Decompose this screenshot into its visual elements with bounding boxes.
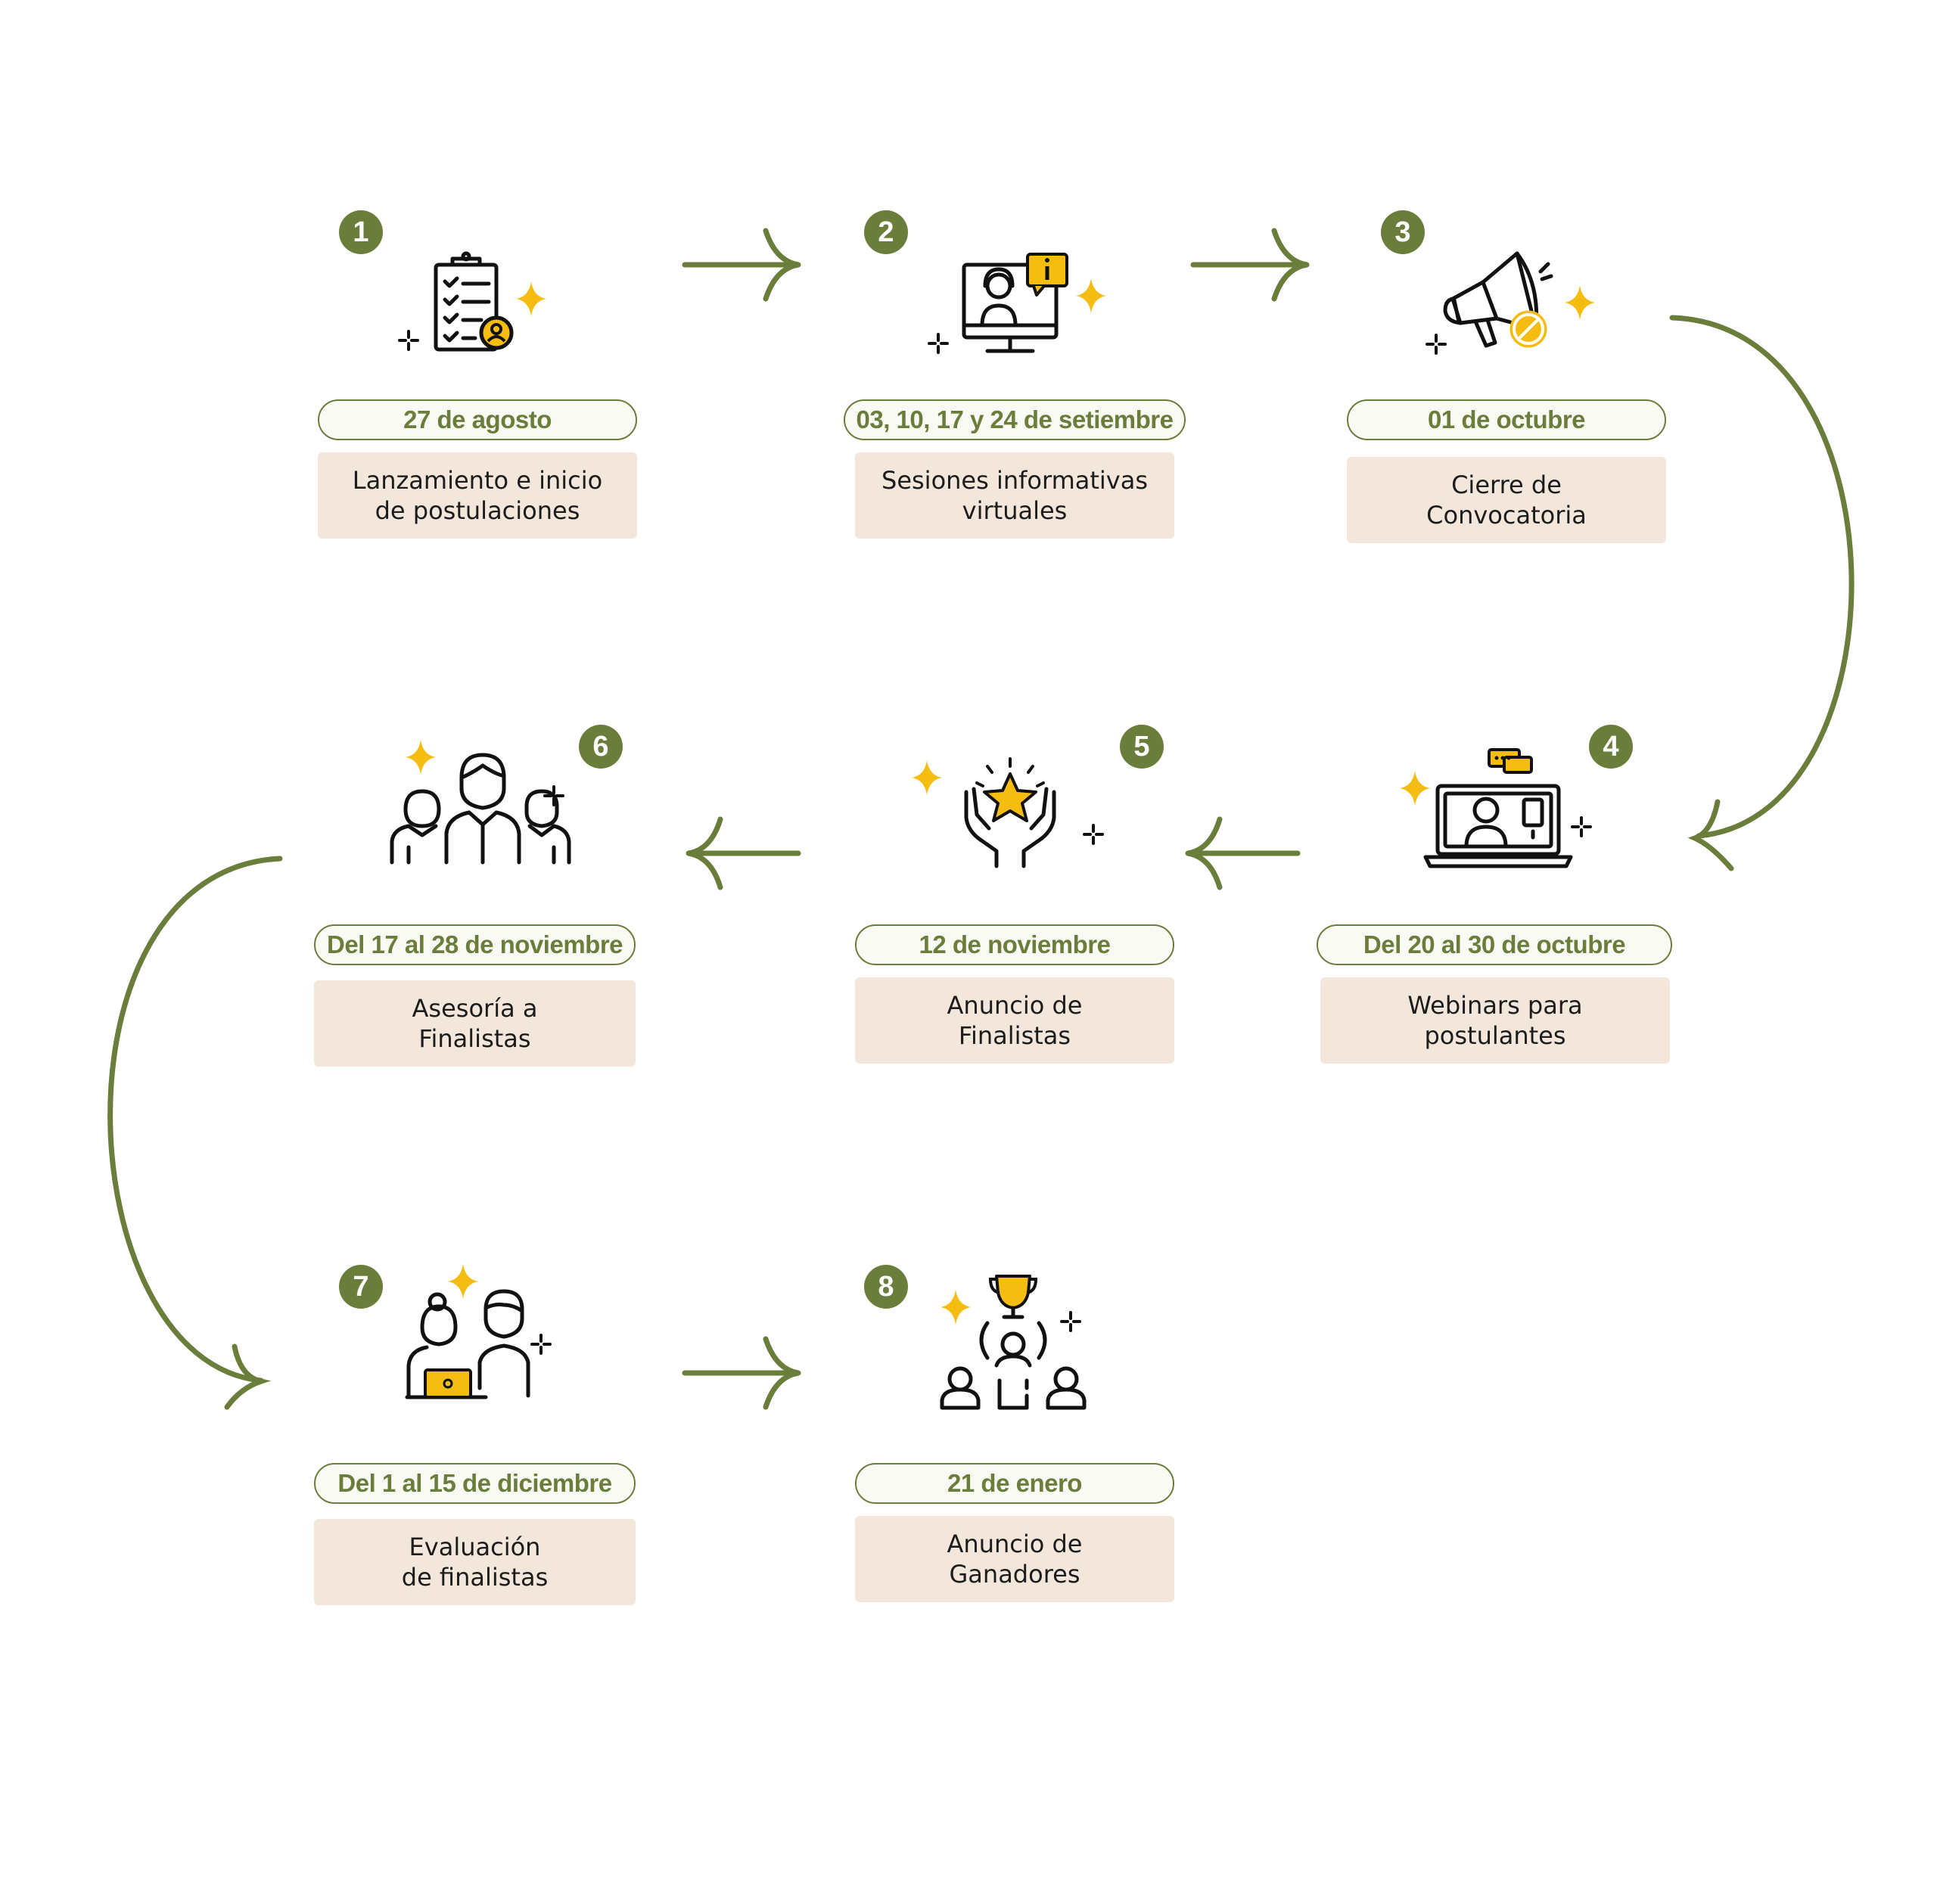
step-date: Del 17 al 28 de noviembre	[314, 924, 636, 965]
hands-star-icon	[912, 757, 1104, 868]
virtual-session-monitor-icon	[928, 253, 1106, 354]
step-date: 21 de enero	[855, 1463, 1174, 1504]
arrow-left-4-5	[1185, 816, 1301, 890]
evaluation-people-icon	[405, 1264, 552, 1399]
step-label: Lanzamiento e inicio de postulaciones	[318, 452, 637, 539]
step-label: Asesoría a Finalistas	[314, 980, 636, 1067]
clipboard-checklist-icon	[398, 251, 546, 352]
trophy-winner-icon	[940, 1275, 1087, 1410]
step-number-badge: 3	[1381, 210, 1425, 254]
step-date: 12 de noviembre	[855, 924, 1174, 965]
step-date: 03, 10, 17 y 24 de setiembre	[844, 399, 1186, 440]
step-label: Webinars para postulantes	[1320, 977, 1670, 1064]
arrow-right-7-8	[682, 1336, 801, 1410]
step-label: Anuncio de Ganadores	[855, 1516, 1174, 1602]
step-number-badge: 1	[339, 210, 383, 254]
arrow-right-2-3	[1190, 228, 1310, 302]
arrow-left-5-6	[686, 816, 801, 890]
arrow-right-1-2	[682, 228, 801, 302]
step-date: Del 1 al 15 de diciembre	[314, 1463, 636, 1504]
step-number-badge: 5	[1120, 725, 1164, 769]
group-people-icon	[390, 740, 571, 865]
laptop-webinar-icon	[1400, 748, 1592, 868]
step-label: Sesiones informativas virtuales	[855, 452, 1174, 539]
step-number-badge: 7	[339, 1265, 383, 1309]
step-date: 01 de octubre	[1347, 399, 1666, 440]
step-number-badge: 6	[579, 725, 623, 769]
step-label: Cierre de Convocatoria	[1347, 457, 1666, 543]
step-number-badge: 4	[1589, 725, 1633, 769]
step-number-badge: 2	[864, 210, 908, 254]
step-date: 27 de agosto	[318, 399, 637, 440]
step-number-badge: 8	[864, 1265, 908, 1309]
step-label: Evaluación de finalistas	[314, 1519, 636, 1605]
arrow-curve-6-7	[107, 856, 283, 1410]
megaphone-closed-icon	[1426, 251, 1595, 355]
arrow-curve-3-4	[1669, 315, 1855, 871]
step-label: Anuncio de Finalistas	[855, 977, 1174, 1064]
step-date: Del 20 al 30 de octubre	[1317, 924, 1672, 965]
